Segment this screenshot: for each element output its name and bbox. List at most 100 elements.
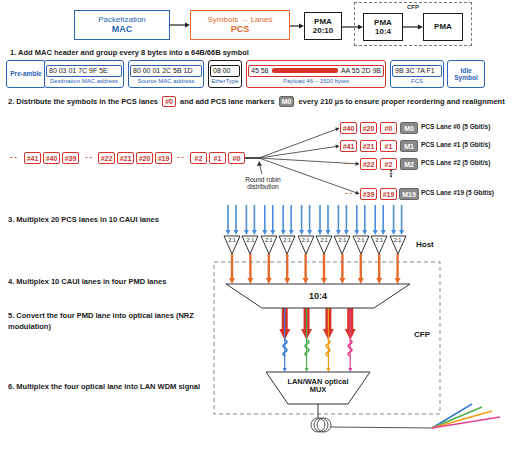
node-text: #2 xyxy=(385,161,393,168)
mux-triangle: 2:1 xyxy=(334,236,350,254)
step-text: and add PCS lane markers xyxy=(180,97,275,106)
symbol-box: #20 xyxy=(136,152,154,164)
label-text: 1. Add MAC header and group every 8 byte… xyxy=(10,47,249,58)
input-arrowhead xyxy=(289,230,294,235)
input-arrowhead xyxy=(391,230,396,235)
shape-fill xyxy=(390,236,406,254)
module-outline: CFPPMA10:4PMA xyxy=(354,2,472,46)
label-text: PCS Lane #1 (5 Gbit/s) xyxy=(421,141,490,148)
connector xyxy=(301,308,312,372)
node-text: MAC xyxy=(112,24,133,34)
field-name: FCS xyxy=(411,78,423,84)
mux-triangle: 2:1 xyxy=(390,236,406,254)
connector xyxy=(339,254,345,284)
frame-field: Pre-amble xyxy=(6,60,46,88)
step-text: 2. Distribute the symbols in the PCS lan… xyxy=(8,97,158,106)
node-text: #0 xyxy=(385,125,393,132)
connector xyxy=(170,23,190,28)
label-text: - - xyxy=(6,153,21,160)
label-text: 5. Convert the four PMD lane into optica… xyxy=(8,310,208,332)
field-value: 08 00 xyxy=(213,67,231,74)
frame-field: 45 58AA 55 2D 9BPayload 46 – 1500 bytes xyxy=(246,60,386,88)
symbol-box: #39 xyxy=(62,152,80,164)
connector xyxy=(345,308,356,372)
input-arrow xyxy=(246,205,248,230)
payload-bar xyxy=(272,68,338,73)
optical-wave xyxy=(283,340,287,356)
node-text: #21 xyxy=(120,155,132,162)
input-arrowhead xyxy=(354,230,359,235)
lane-marker: M2 xyxy=(400,158,418,170)
node-text: #19 xyxy=(383,191,395,198)
frame-field: 9B 3C 7A F1FCS xyxy=(390,60,444,88)
connector-line xyxy=(306,308,307,369)
node-text: 2:1 xyxy=(265,237,273,243)
shape-fill xyxy=(279,236,295,254)
frame-field: 08 00EtherType xyxy=(208,60,242,88)
input-arrowhead xyxy=(252,230,257,235)
connector-line xyxy=(350,308,351,369)
node-text: 2:1 xyxy=(302,237,310,243)
connector-line xyxy=(268,254,270,279)
field-value: Pre-amble xyxy=(10,70,41,77)
node-text: CFP xyxy=(355,4,471,10)
connector xyxy=(279,308,290,372)
input-arrow xyxy=(338,205,340,230)
label-text: PCS Lane #19 (5 Gbit/s) xyxy=(421,189,494,196)
input-arrow xyxy=(290,205,292,230)
wavelength-line xyxy=(432,407,482,428)
connector-line xyxy=(245,129,337,158)
arrowhead xyxy=(395,278,401,284)
field-name: Payload 46 – 1500 bytes xyxy=(283,78,349,84)
arrowhead xyxy=(376,278,382,284)
node-text: 20:10 xyxy=(313,26,333,35)
node-text: PMA xyxy=(314,17,332,26)
wavelength-line xyxy=(432,417,500,428)
node-text: M19 xyxy=(402,191,416,198)
node-text: PMA xyxy=(434,22,452,31)
label-text: ⋮ xyxy=(386,168,396,179)
node-text: M0 xyxy=(404,125,414,132)
process-box: PacketizationMAC xyxy=(74,10,170,40)
symbol-box: #40 xyxy=(340,122,358,134)
symbol-box: #19 xyxy=(380,188,398,200)
input-arrow xyxy=(264,205,266,230)
lane-marker: M0 xyxy=(400,122,418,134)
input-arrow xyxy=(346,205,348,230)
connector xyxy=(284,254,290,284)
node-text: #40 xyxy=(46,155,58,162)
node-text: 2:1 xyxy=(247,237,255,243)
mux-trapezoid: LAN/WAN optical MUX xyxy=(266,372,370,404)
arrowhead xyxy=(326,368,330,372)
lane-marker: M1 xyxy=(400,140,418,152)
connector xyxy=(358,254,364,284)
symbol-box: #1 xyxy=(209,152,226,164)
shape-fill xyxy=(353,236,369,254)
node-text: #1 xyxy=(385,143,393,150)
connector xyxy=(245,128,340,158)
symbol-box: #21 xyxy=(360,140,378,152)
connector-line xyxy=(328,308,329,369)
node-text: PMA xyxy=(374,18,392,27)
mux-triangle: 2:1 xyxy=(371,236,387,254)
connector xyxy=(245,145,340,158)
process-box: PMA20:10 xyxy=(304,12,342,40)
input-arrowhead xyxy=(281,230,286,235)
label-text: - - xyxy=(341,189,356,196)
input-arrowhead xyxy=(326,230,331,235)
optical-wave xyxy=(348,340,352,356)
label-text: Host xyxy=(416,240,434,249)
field-value: Idle Symbol xyxy=(449,67,483,81)
mux-trapezoid: 10:4 xyxy=(226,284,410,308)
node-text: #22 xyxy=(363,161,375,168)
connector-line xyxy=(341,254,343,279)
shape-fill xyxy=(298,236,314,254)
connector xyxy=(290,24,304,29)
mux-triangle: 2:1 xyxy=(242,236,258,254)
shape-fill xyxy=(261,236,277,254)
frame-field: 80 03 01 7C 9F 5EDestination MAC address xyxy=(44,60,124,88)
arrowhead xyxy=(303,278,309,284)
connector-line xyxy=(249,254,251,279)
input-arrowhead xyxy=(381,230,386,235)
value-row: 08 00 xyxy=(210,65,240,77)
